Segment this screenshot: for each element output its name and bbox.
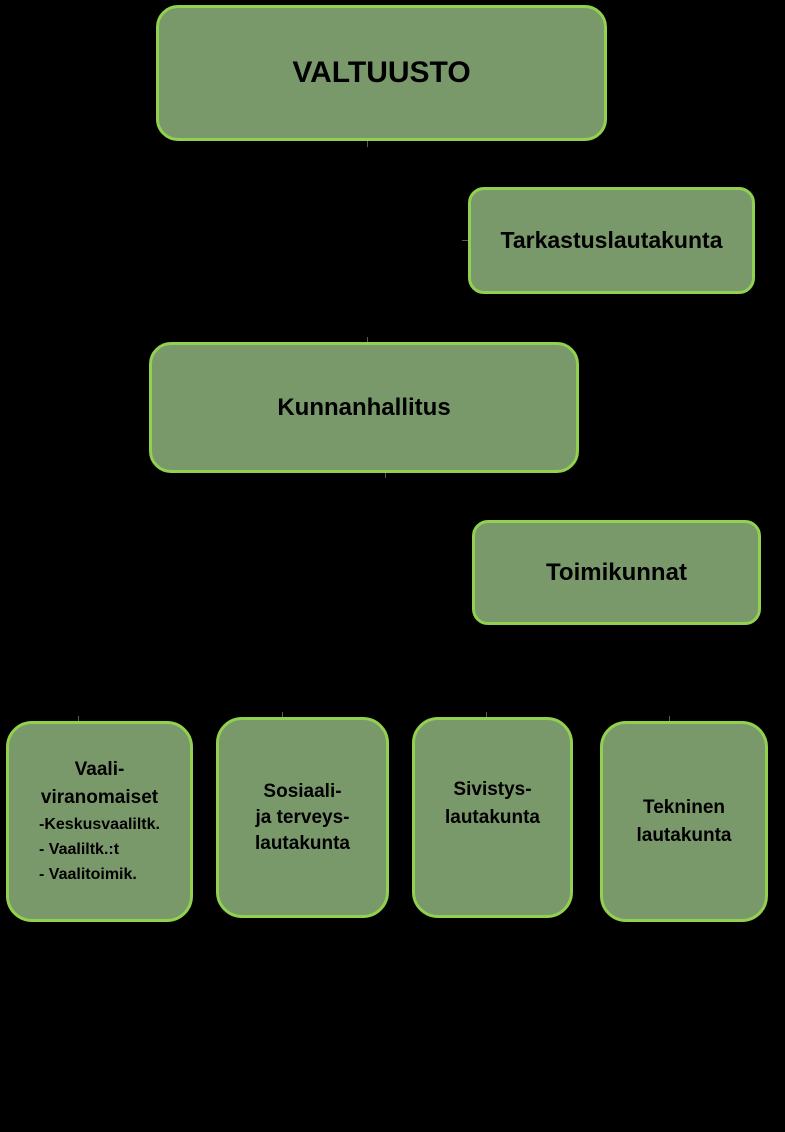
node-valtuusto-label: VALTUUSTO xyxy=(292,56,471,89)
node-sivistyslautakunta: Sivistys- lautakunta xyxy=(412,717,573,918)
connector-stub xyxy=(486,712,487,717)
connector-stub xyxy=(367,141,368,147)
node-sosiaali-ja-terveyslautakunta: Sosiaali- ja terveys- lautakunta xyxy=(216,717,389,918)
connector-stub xyxy=(385,473,386,478)
node-line: ja terveys- xyxy=(255,806,350,828)
node-line: Tekninen xyxy=(643,796,725,818)
node-line: Vaali- xyxy=(74,759,125,780)
node-line: lautakunta xyxy=(636,824,732,846)
node-line: viranomaiset xyxy=(40,787,159,808)
node-tekninen-lautakunta: Tekninen lautakunta xyxy=(600,721,768,922)
node-tarkastuslautakunta-label: Tarkastuslautakunta xyxy=(500,227,723,253)
connector-stub xyxy=(78,716,79,721)
node-kunnanhallitus-label: Kunnanhallitus xyxy=(277,393,451,421)
node-vaaliviranomaiset-text: Vaali- viranomaiset -Keskusvaaliltk. - V… xyxy=(39,756,160,887)
node-line: Sosiaali- xyxy=(263,780,342,802)
node-line: - Vaaliltk.:t xyxy=(39,841,120,858)
node-line: - Vaalitoimik. xyxy=(39,866,137,883)
node-toimikunnat-label: Toimikunnat xyxy=(546,558,687,586)
node-line: lautakunta xyxy=(254,832,351,854)
node-toimikunnat: Toimikunnat xyxy=(472,520,761,625)
node-tarkastuslautakunta: Tarkastuslautakunta xyxy=(468,187,755,294)
connector-stub xyxy=(669,716,670,721)
node-kunnanhallitus: Kunnanhallitus xyxy=(149,342,579,473)
node-tekninen-text: Tekninen lautakunta xyxy=(636,794,731,850)
node-vaaliviranomaiset: Vaali- viranomaiset -Keskusvaaliltk. - V… xyxy=(6,721,193,922)
node-line: lautakunta xyxy=(444,806,541,828)
node-sosiaali-text: Sosiaali- ja terveys- lautakunta xyxy=(255,779,350,857)
node-sivistys-text: Sivistys- lautakunta xyxy=(445,776,540,832)
connector-stub xyxy=(367,337,368,342)
node-line: -Keskusvaaliltk. xyxy=(39,816,160,833)
node-valtuusto: VALTUUSTO xyxy=(156,5,607,141)
connector-stub xyxy=(462,240,468,241)
connector-stub xyxy=(282,712,283,717)
node-line: Sivistys- xyxy=(453,778,532,800)
